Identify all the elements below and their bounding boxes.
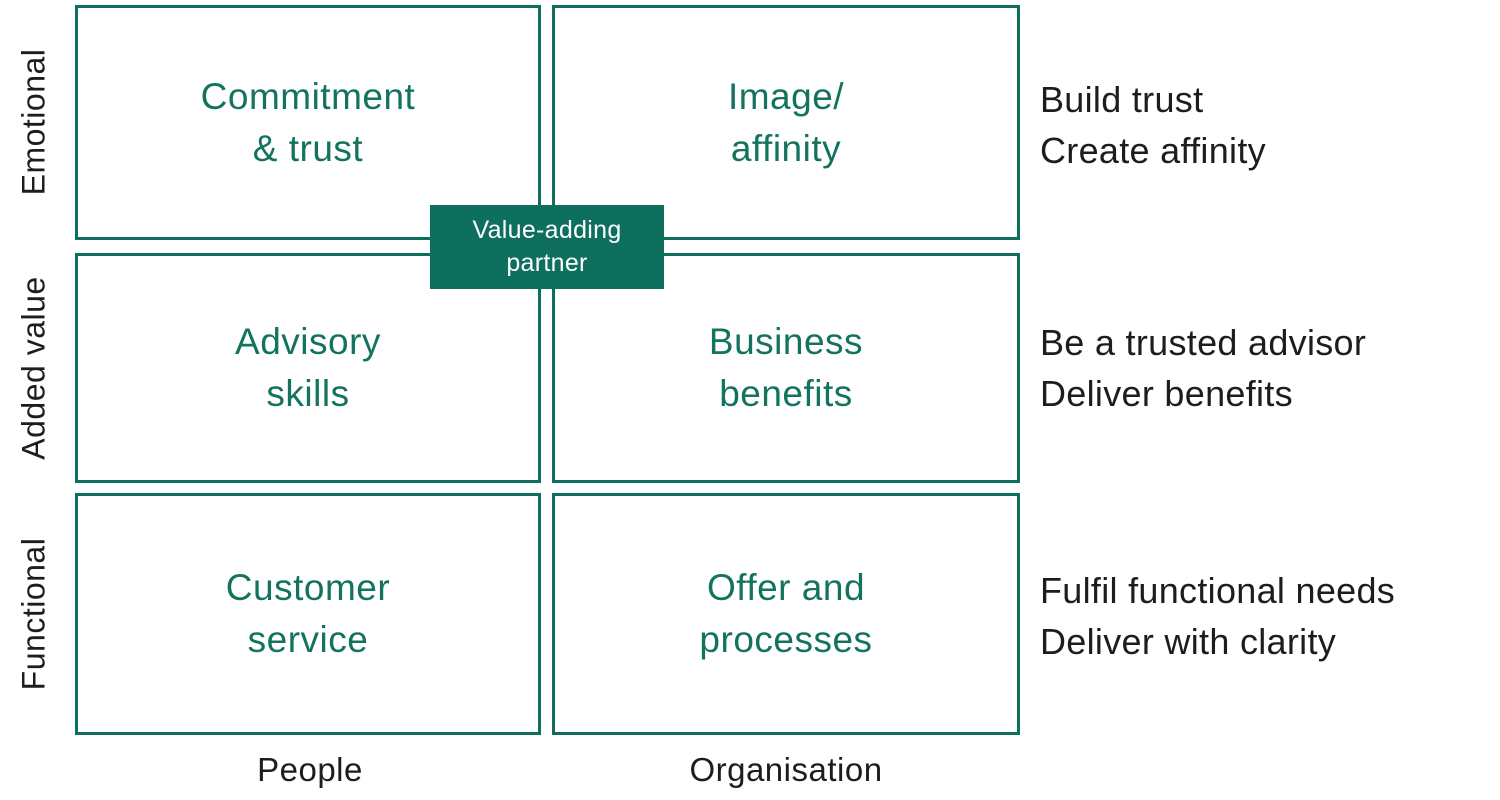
cell-label-line: & trust: [252, 127, 364, 169]
value-adding-partner-badge: Value-adding partner: [430, 205, 664, 289]
cell-label-line: Customer: [225, 567, 391, 608]
annotation-functional: Fulfil functional needs Deliver with cla…: [1040, 565, 1395, 667]
row-label-functional: Functional: [15, 537, 52, 691]
row-label-emotional: Emotional: [15, 48, 52, 196]
cell-label: Business benefits: [709, 316, 863, 420]
cell-label: Offer and processes: [699, 562, 872, 666]
cell-label: Customer service: [226, 562, 390, 666]
row-label-added-value: Added value: [15, 276, 52, 460]
annotation-emotional: Build trust Create affinity: [1040, 74, 1266, 176]
annotation-line: Deliver benefits: [1040, 373, 1293, 414]
cell-image-affinity: Image/ affinity: [552, 5, 1020, 240]
cell-label-line: skills: [266, 373, 350, 414]
cell-label-line: Business: [708, 321, 864, 362]
cell-label-line: Image/: [727, 75, 845, 117]
cell-label-line: Offer and: [706, 567, 866, 608]
cell-label: Commitment & trust: [201, 71, 416, 175]
column-label-people: People: [257, 751, 363, 788]
cell-commitment-trust: Commitment & trust: [75, 5, 541, 240]
cell-label: Image/ affinity: [728, 71, 844, 175]
badge-line: Value-adding: [472, 216, 622, 244]
cell-label-line: benefits: [719, 373, 853, 414]
annotation-line: Create affinity: [1040, 130, 1266, 171]
cell-advisory-skills: Advisory skills: [75, 253, 541, 483]
cell-label-line: processes: [699, 619, 873, 660]
cell-label-line: affinity: [730, 127, 842, 169]
cell-offer-processes: Offer and processes: [552, 493, 1020, 735]
column-label-organisation: Organisation: [689, 751, 883, 788]
cell-label-line: Advisory: [235, 321, 381, 362]
annotation-line: Build trust: [1040, 79, 1204, 120]
cell-label-line: Commitment: [200, 75, 416, 117]
cell-customer-service: Customer service: [75, 493, 541, 735]
cell-label-line: service: [247, 619, 369, 660]
cell-business-benefits: Business benefits: [552, 253, 1020, 483]
annotation-added-value: Be a trusted advisor Deliver benefits: [1040, 317, 1366, 419]
annotation-line: Be a trusted advisor: [1040, 322, 1367, 363]
cell-label: Advisory skills: [235, 316, 381, 420]
annotation-line: Deliver with clarity: [1040, 621, 1337, 662]
badge-line: partner: [506, 249, 588, 277]
annotation-line: Fulfil functional needs: [1040, 570, 1396, 611]
